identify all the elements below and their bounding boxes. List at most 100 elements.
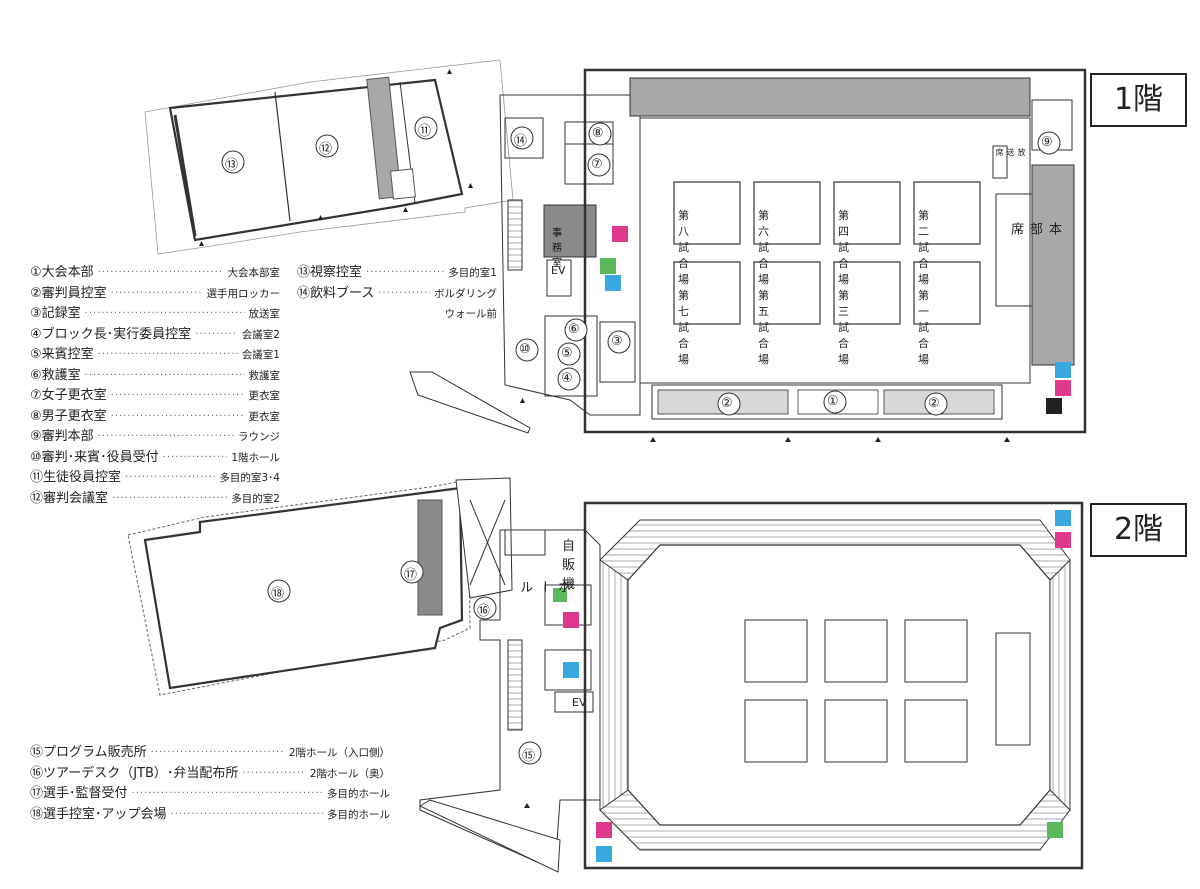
court-5-label: 第五試合場 — [758, 289, 769, 366]
court-3-label: 第三試合場 — [838, 289, 849, 366]
marker-13: ⑬ — [225, 158, 239, 173]
leader-dots: ········································… — [131, 788, 323, 799]
marker-5: ⑤ — [561, 346, 573, 361]
court-8-label: 第八試合場 — [678, 209, 689, 286]
floor-1-badge: 1階 — [1090, 73, 1187, 127]
legend-value: 多目的室2 — [231, 492, 280, 505]
leader-dots: ········································… — [170, 808, 323, 820]
legend-value: 多目的ホール — [327, 788, 390, 800]
marker-14: ⑭ — [514, 134, 528, 149]
legend-item: ⑬視察控室···································… — [297, 263, 497, 284]
leader-dots: ········································… — [125, 472, 215, 483]
marker-2b: ② — [928, 396, 940, 411]
legend-label: ⑩審判･来賓･役員受付 — [30, 449, 159, 465]
leader-dots: ········································… — [112, 492, 227, 504]
legend-item: ⑧男子更衣室··································… — [30, 407, 280, 428]
legend-value: 会議室2 — [241, 328, 280, 341]
legend-value: 多目的ホール — [327, 808, 390, 821]
legend-value: 2階ホール（入口側） — [288, 747, 390, 759]
lobby-1f — [499, 94, 641, 416]
leader-dots: ········································… — [150, 747, 285, 758]
legend-value: 選手用ロッカー — [206, 287, 281, 300]
legend-label: ⑯ツアーデスク（JTB）･弁当配布所 — [30, 765, 239, 781]
marker-12: ⑫ — [319, 142, 333, 157]
marker-1: ① — [827, 394, 839, 409]
leader-dots: ········································… — [97, 267, 224, 278]
hq-seat-label: 本部席 — [1008, 222, 1061, 238]
legend-item: ⑱選手控室･アップ会場·····························… — [30, 805, 390, 826]
marker-17: ⑰ — [404, 568, 418, 583]
legend-label: ⑪生徒役員控室 — [30, 470, 122, 485]
leader-dots: ········································… — [162, 451, 228, 463]
legend-value: ラウンジ — [238, 431, 280, 443]
legend-1f-right: ⑬視察控室···································… — [297, 263, 497, 324]
legend-label: ⑧男子更衣室 — [30, 408, 107, 424]
legend-value: ボルダリング — [434, 287, 497, 300]
court-6-label: 第六試合場 — [758, 209, 769, 286]
legend-item: ⑮プログラム販売所·······························… — [30, 743, 390, 764]
marker-circles — [221, 116, 1061, 765]
legend-value-2: ウォール前 — [444, 308, 498, 320]
ev-label-2f: EV — [572, 696, 587, 709]
legend-item: ④ブロック長･実行委員控室···························… — [30, 325, 280, 346]
leader-dots: ········································… — [366, 267, 444, 278]
marker-18: ⑱ — [271, 587, 285, 602]
courts-2f — [744, 619, 1031, 763]
court-1-label: 第一試合場 — [918, 289, 929, 366]
legend-value: 救護室 — [248, 369, 281, 382]
multipurpose-building-1f — [144, 59, 514, 255]
marker-15: ⑮ — [522, 749, 536, 764]
legend-item: ①大会本部···································… — [30, 263, 280, 284]
legend-item: ⑤来賓控室···································… — [30, 345, 280, 366]
marker-16: ⑯ — [477, 604, 491, 619]
marker-6: ⑥ — [568, 322, 580, 337]
legend-label: ⑱選手控室･アップ会場 — [30, 806, 167, 822]
leader-dots: ········································… — [97, 431, 234, 442]
marker-10: ⑩ — [519, 342, 531, 357]
legend-label: ⑮プログラム販売所 — [30, 745, 147, 760]
legend-item: ⑩審判･来賓･役員受付·····························… — [30, 448, 280, 469]
legend-item: ⑫審判会議室··································… — [30, 489, 280, 510]
legend-label: ⑬視察控室 — [297, 265, 363, 280]
legend-label: ②審判員控室 — [30, 285, 107, 301]
marker-4: ④ — [561, 371, 573, 386]
court-2-label: 第二試合場 — [918, 209, 929, 286]
legend-1f-left: ①大会本部···································… — [30, 263, 280, 509]
accessible-restroom-icon — [600, 258, 616, 274]
multipurpose-hall-2f — [127, 477, 513, 696]
leader-dots: ········································… — [97, 349, 238, 360]
legend-item-continuation: ウォール前 — [297, 304, 498, 324]
marker-9: ⑨ — [1041, 135, 1053, 150]
legend-label: ⑭飲料ブース — [297, 285, 375, 301]
vending-label: 自販機 — [562, 539, 576, 592]
legend-label: ④ブロック長･実行委員控室 — [30, 326, 192, 342]
legend-item: ⑪生徒役員控室·································… — [30, 468, 280, 489]
legend-value: 更衣室 — [248, 390, 281, 402]
legend-label: ⑦女子更衣室 — [30, 388, 107, 403]
legend-item: ⑦女子更衣室··································… — [30, 386, 280, 407]
court-7-label: 第七試合場 — [678, 289, 689, 366]
legend-item: ⑰選手･監督受付································… — [30, 784, 390, 805]
legend-value: 会議室1 — [241, 349, 280, 361]
legend-item: ⑯ツアーデスク（JTB）･弁当配布所······················… — [30, 764, 390, 785]
legend-item: ⑨審判本部···································… — [30, 427, 280, 448]
ev-label-1f: EV — [551, 264, 566, 277]
legend-value: 更衣室 — [248, 410, 281, 423]
legend-label: ⑰選手･監督受付 — [30, 786, 128, 801]
male-restroom-icon — [605, 275, 621, 291]
broadcast-label: 放送席 — [995, 148, 1026, 156]
marker-11: ⑪ — [418, 124, 432, 139]
courts-1f — [673, 181, 981, 325]
legend-label: ⑫審判会議室 — [30, 490, 109, 506]
legend-2f: ⑮プログラム販売所·······························… — [30, 743, 390, 825]
leader-dots: ········································… — [195, 328, 238, 340]
floor-2-badge: 2階 — [1090, 503, 1187, 557]
female-restroom-icon — [612, 226, 628, 242]
legend-value: 多目的室3･4 — [219, 472, 280, 484]
leader-dots: ········································… — [110, 410, 245, 422]
legend-value: 多目的室1 — [448, 267, 497, 279]
court-4-label: 第四試合場 — [838, 209, 849, 286]
